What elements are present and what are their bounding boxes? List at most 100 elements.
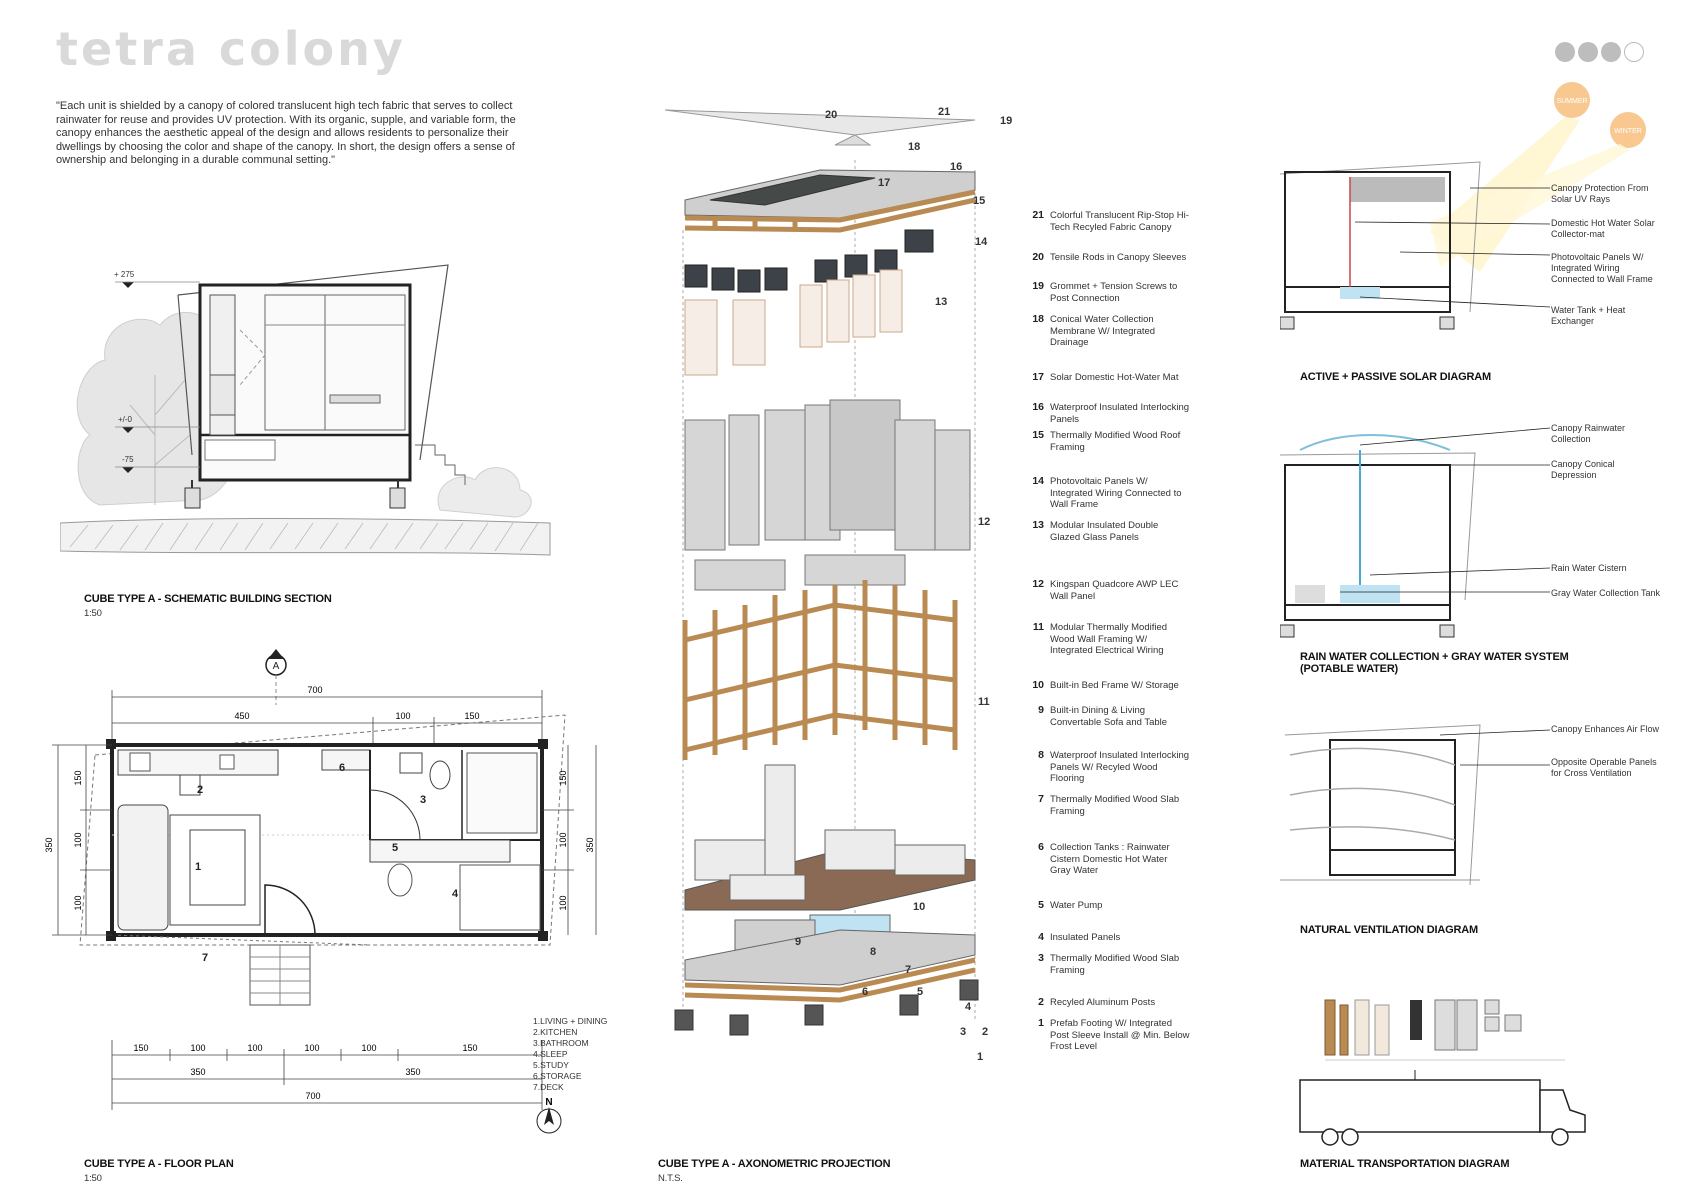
room-legend-item: 1.LIVING + DINING [533,1016,608,1026]
dimension-label: 100 [361,1043,376,1053]
rain-note: Rain Water Cistern [1551,563,1627,573]
axo-label: 8 [870,946,876,958]
dimension-label: 350 [405,1067,420,1077]
schematic-section-drawing: + 275 +/-0 -75 [60,264,551,556]
dimension-label: 150 [462,1043,477,1053]
room-legend-item: 6.STORAGE [533,1071,582,1081]
level-label: + 275 [114,270,135,279]
solar-note: Canopy Protection From Solar UV Rays [1551,183,1649,204]
room-legend-item: 5.STUDY [533,1060,569,1070]
section-caption: CUBE TYPE A - SCHEMATIC BUILDING SECTION… [84,593,332,619]
axo-label: 15 [973,195,985,207]
section-marker-label: A [273,661,280,672]
level-label: -75 [122,455,134,464]
axo-label: 17 [878,177,890,189]
ventilation-diagram [1280,724,1551,886]
caption-title: CUBE TYPE A - SCHEMATIC BUILDING SECTION [84,593,332,605]
page-dot [1555,42,1575,62]
axo-label: 19 [1000,115,1012,127]
room-number: 1 [195,861,201,873]
axo-label: 12 [978,516,990,528]
dimension-label: 100 [558,895,568,910]
solar-note: Water Tank + Heat Exchanger [1551,305,1626,326]
axo-label: 13 [935,296,947,308]
transport-caption: MATERIAL TRANSPORTATION DIAGRAM [1300,1158,1510,1170]
axo-label: 11 [978,696,990,708]
page-dot [1578,42,1598,62]
caption-scale: 1:50 [84,608,102,619]
room-legend-item: 3.BATHROOM [533,1038,589,1048]
sun-summer-icon [1554,82,1590,118]
dimension-label: 150 [133,1043,148,1053]
axo-caption: CUBE TYPE A - AXONOMETRIC PROJECTION N.T… [658,1158,891,1184]
axo-label: 14 [975,236,988,248]
solar-note: Domestic Hot Water Solar Collector-mat [1551,218,1655,239]
dimension-label: 100 [190,1043,205,1053]
dimension-label: 350 [190,1067,205,1077]
axo-label: 18 [908,141,920,153]
sun-winter-icon [1610,112,1646,148]
page-indicator [1555,42,1644,62]
room-number: 5 [392,842,398,854]
room-legend-item: 7.DECK [533,1082,564,1092]
page-dot-current [1624,42,1644,62]
room-number: 3 [420,794,426,806]
axo-label: 3 [960,1026,966,1038]
rain-caption: RAIN WATER COLLECTION + GRAY WATER SYSTE… [1300,651,1569,675]
solar-diagram: SUMMER WINTER [1280,82,1646,330]
vent-note: Opposite Operable Panels for Cross Venti… [1551,757,1657,778]
axonometric-drawing: 20 21 19 18 17 16 15 14 13 12 11 10 9 8 … [664,106,1012,1063]
axo-label: 7 [905,964,911,976]
room-number: 6 [339,762,345,774]
axo-label: 9 [795,936,801,948]
vent-note: Canopy Enhances Air Flow [1551,724,1660,734]
dimension-label: 100 [304,1043,319,1053]
plan-caption: CUBE TYPE A - FLOOR PLAN 1:50 [84,1158,234,1184]
rain-note: Canopy Rainwater Collection [1551,423,1626,444]
room-legend-item: 2.KITCHEN [533,1027,578,1037]
solar-caption: ACTIVE + PASSIVE SOLAR DIAGRAM [1300,371,1491,383]
north-label: N [545,1097,552,1108]
dimension-label: 100 [247,1043,262,1053]
dimension-label: 450 [234,711,249,721]
room-number: 7 [202,952,208,964]
solar-note: Photovoltaic Panels W/ Integrated Wiring… [1551,252,1653,284]
dimension-label: 700 [305,1091,320,1101]
axo-label: 4 [965,1001,972,1013]
vent-caption: NATURAL VENTILATION DIAGRAM [1300,924,1478,936]
axo-label: 5 [917,986,923,998]
transportation-diagram [1299,999,1586,1146]
dimension-label: 100 [73,895,83,910]
axo-label: 16 [950,161,962,173]
axo-label: 6 [862,986,868,998]
rain-note: Gray Water Collection Tank [1551,588,1661,598]
level-label: +/-0 [118,415,133,424]
axo-label: 21 [938,106,950,118]
dimension-label: 350 [585,837,595,852]
rain-water-diagram [1280,427,1551,638]
dimension-label: 350 [44,837,54,852]
caption-scale: 1:50 [84,1173,102,1184]
dimension-label: 700 [307,685,322,695]
floor-plan-drawing: A 700 450 100 150 1 2 3 4 5 [44,649,597,1134]
